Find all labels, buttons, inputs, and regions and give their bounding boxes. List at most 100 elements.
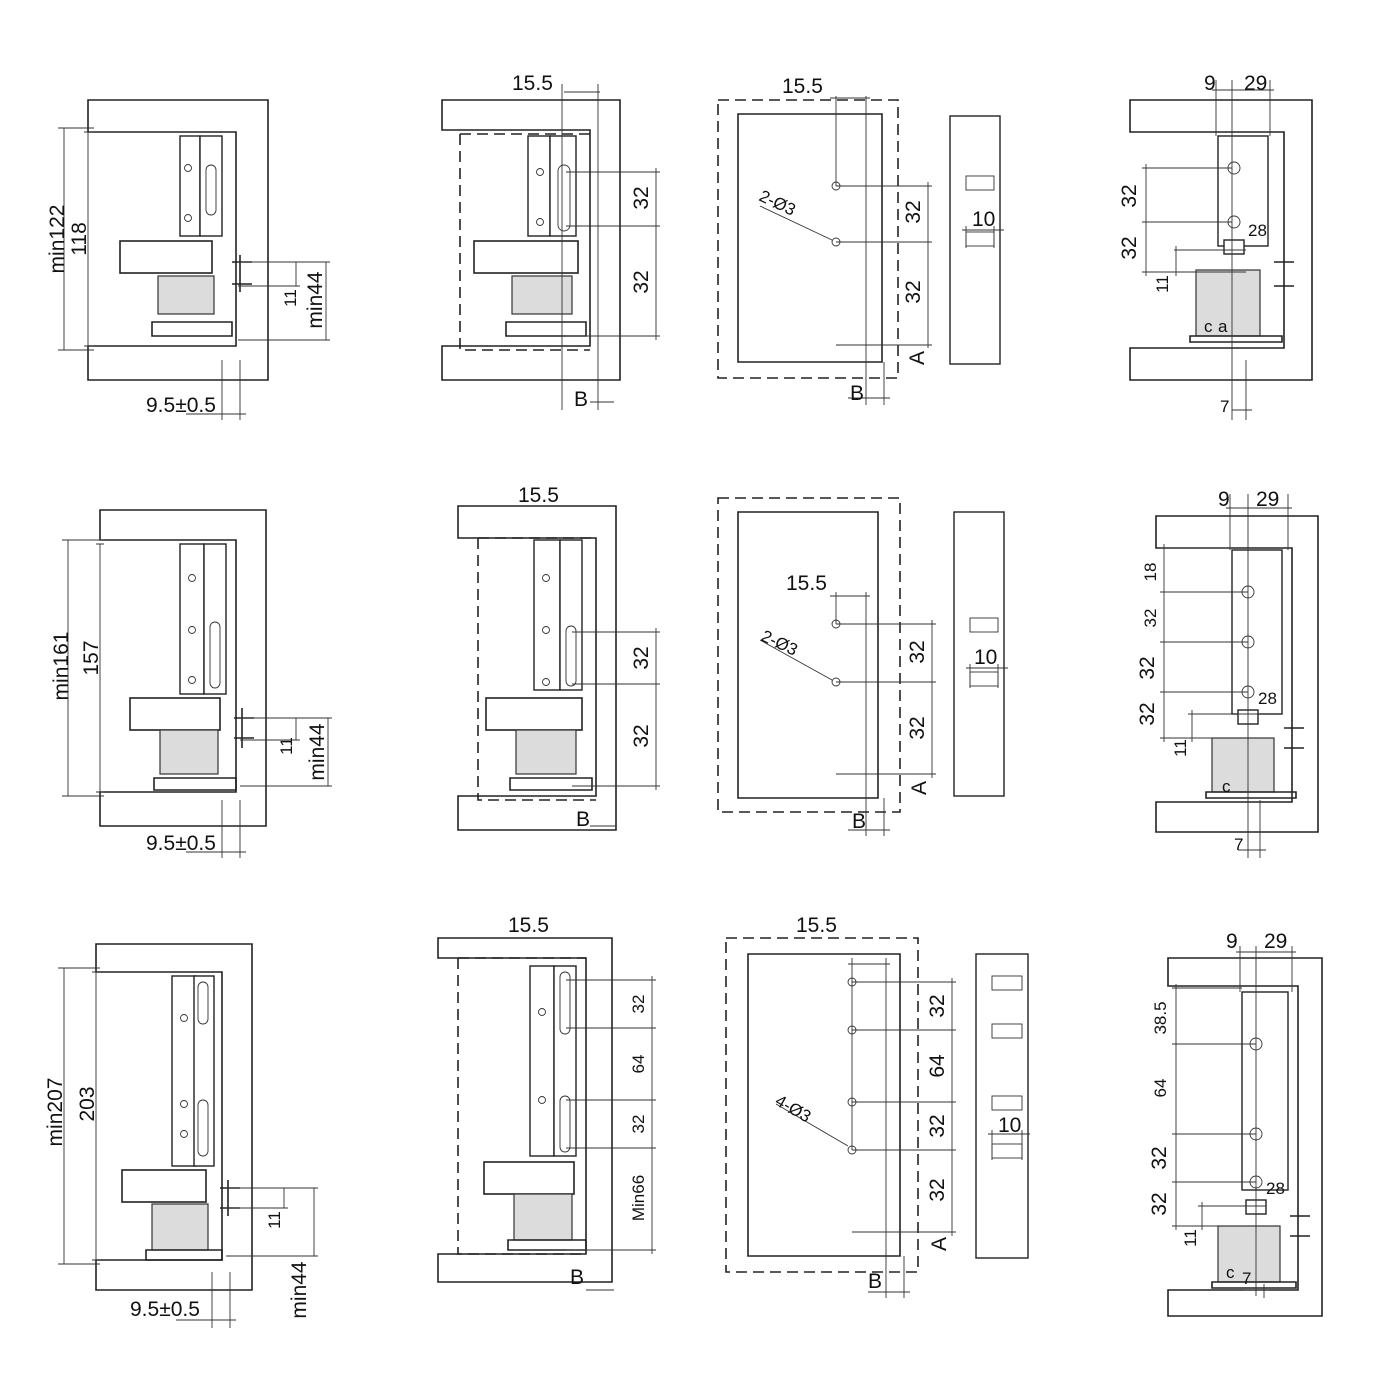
bracket-view-3: 9 29 38.5 64 32 32 28 11 7 c: [1148, 930, 1323, 1317]
slot: [559, 1095, 571, 1153]
label-dim-a: 32: [926, 994, 949, 1017]
rail-slot: [991, 1023, 1023, 1039]
screw-hole: [538, 1096, 546, 1104]
screw-hole: [184, 214, 192, 222]
screw-hole: [184, 164, 192, 172]
screw-hole: [542, 678, 550, 686]
screw-hole: [538, 1008, 546, 1016]
label-gap: 11: [281, 289, 300, 307]
label-dim-c: 32: [926, 1114, 949, 1137]
dimension-lines: [775, 958, 956, 1298]
label-ref-b: B: [570, 1266, 584, 1289]
label-c: c: [1226, 1263, 1235, 1282]
label-ref-a: A: [906, 351, 929, 365]
label-dim-b: 64: [926, 1054, 949, 1078]
dimension-lines: [988, 1130, 1030, 1160]
rail-slot: [991, 1095, 1023, 1111]
dimension-lines: [1160, 494, 1292, 858]
label-dim-28: 28: [1266, 1179, 1285, 1198]
side-view-1: min122 118 11 min44 9.5±0.5: [46, 99, 330, 420]
runner-mechanism: [159, 729, 219, 775]
label-dim-b: 64: [629, 1055, 648, 1074]
dimension-lines: [62, 539, 332, 858]
label-dim-c: 32: [1136, 702, 1159, 725]
label-dim-bottom: 32: [630, 270, 653, 293]
runner-mechanism: [1217, 1225, 1281, 1283]
cabinet-view-1: 15.5 32 32 B: [441, 72, 660, 411]
label-dim-a: 32: [1118, 184, 1141, 207]
dimension-lines: [561, 84, 660, 410]
drawer-outline-outer: [717, 497, 901, 813]
label-dim-top: 32: [630, 186, 653, 209]
fixing-screw: [1290, 1215, 1310, 1237]
drawer-outline-outer: [717, 99, 899, 379]
cabinet-hatch: [437, 937, 613, 1283]
drawer-outline-outer: [725, 937, 919, 1273]
dimension-lines: [1142, 80, 1274, 420]
slot: [197, 981, 209, 1025]
label-width: 10: [974, 646, 997, 669]
dimension-lines: [759, 592, 936, 836]
label-ref-a: A: [908, 781, 931, 795]
label-height: 203: [76, 1086, 99, 1121]
rail-profile-1: 10: [949, 115, 1004, 365]
bracket-clip: [1223, 239, 1245, 255]
rail-profile-line: [1211, 1281, 1297, 1289]
label-dim-11: 11: [1153, 275, 1172, 293]
fixing-screw: [1274, 261, 1294, 287]
drawer-outline: [457, 957, 586, 1255]
label-dim-a: 32: [1148, 1146, 1171, 1169]
label-dim-bottom: 32: [630, 724, 653, 747]
label-ref-b: B: [850, 382, 864, 405]
drawer-outline-inner: [737, 113, 883, 363]
label-dim-28: 28: [1248, 221, 1267, 240]
bracket-plate: [1231, 549, 1283, 715]
label-tolerance: 9.5±0.5: [146, 832, 216, 855]
label-ref-b: B: [576, 808, 590, 831]
label-dim-9: 9: [1204, 72, 1216, 95]
label-width: 10: [998, 1114, 1021, 1137]
side-view-3: min207 203 11 min44 9.5±0.5: [44, 943, 318, 1328]
rail-profile-3: 10: [975, 953, 1030, 1259]
rail-slot: [991, 975, 1023, 991]
dimension-lines: [566, 976, 656, 1291]
bracket-plate: [1241, 991, 1289, 1191]
drawer-outline-inner: [737, 511, 879, 799]
slot: [565, 625, 577, 687]
label-height: 157: [80, 640, 103, 675]
rail-profile-line: [151, 321, 233, 337]
drawer-outline: [477, 537, 596, 801]
cabinet-hatch: [1167, 957, 1323, 1317]
runner-mechanism: [515, 729, 577, 775]
slot: [557, 164, 571, 232]
label-dim-28: 28: [1258, 689, 1277, 708]
label-height: 118: [68, 222, 91, 255]
bracket-view-1: 9 29 32 32 28 11 7 c a: [1118, 72, 1313, 420]
label-width: 10: [972, 208, 995, 231]
drawer-view-1: 15.5 2-Ø3 32 32 A B: [717, 75, 932, 405]
label-dim-b: 32: [1136, 656, 1159, 679]
slide-profile: [203, 543, 227, 695]
slide-profile: [199, 135, 223, 237]
label-ref-b: B: [852, 810, 866, 833]
drawer-view-3: 15.5 4-Ø3 32 64 32 32 A B: [725, 914, 956, 1298]
label-offset: 15.5: [796, 914, 837, 937]
label-min-offset: min44: [306, 723, 329, 781]
label-dim-18: 18: [1141, 563, 1160, 582]
fixing-screw: [1284, 727, 1304, 749]
label-dim-bottom: 32: [906, 716, 929, 739]
label-dim-7: 7: [1220, 397, 1229, 416]
rail-slot: [965, 175, 995, 191]
row-3: min207 203 11 min44 9.5±0.5 15.5 32 64 3…: [44, 914, 1323, 1328]
side-view-2: min161 157 11 min44 9.5±0.5: [50, 509, 332, 858]
row-2: min161 157 11 min44 9.5±0.5 15.5 32 32 B: [50, 484, 1319, 858]
label-dim-c: 32: [629, 1115, 648, 1134]
runner-mechanism: [511, 275, 573, 315]
label-c: c: [1204, 317, 1213, 336]
label-dim-11: 11: [1181, 1229, 1200, 1247]
slide-profile: [559, 539, 583, 691]
drawer-view-2: 15.5 2-Ø3 32 32 A B: [717, 497, 936, 836]
screw-hole: [188, 676, 196, 684]
label-offset: 15.5: [518, 484, 559, 507]
